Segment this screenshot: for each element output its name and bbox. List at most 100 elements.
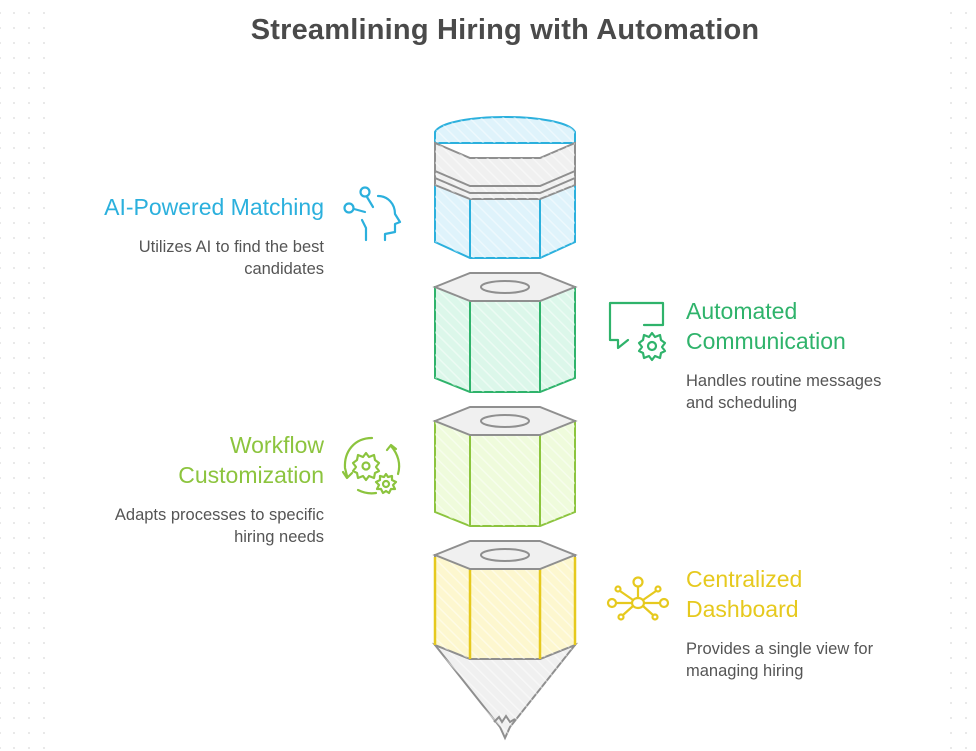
grid-dot: [0, 522, 1, 524]
grid-dot: [43, 402, 45, 404]
grid-dot: [0, 27, 1, 29]
grid-dot: [43, 432, 45, 434]
grid-dot: [965, 147, 967, 149]
grid-dot: [43, 522, 45, 524]
grid-dot: [965, 702, 967, 704]
grid-dot: [950, 567, 952, 569]
grid-dot: [965, 282, 967, 284]
grid-dot: [0, 732, 1, 734]
grid-dot: [43, 87, 45, 89]
grid-dot: [950, 372, 952, 374]
pencil-segment-dashboard: [431, 540, 579, 741]
grid-dot: [13, 357, 15, 359]
grid-dot: [28, 507, 30, 509]
grid-dot: [28, 627, 30, 629]
grid-dot: [965, 567, 967, 569]
grid-dot: [13, 747, 15, 749]
grid-dot: [28, 642, 30, 644]
grid-dot: [43, 327, 45, 329]
grid-dot: [950, 222, 952, 224]
grid-dot: [0, 747, 1, 749]
grid-dot: [0, 597, 1, 599]
grid-dot: [950, 627, 952, 629]
grid-dot: [950, 132, 952, 134]
grid-dot: [0, 147, 1, 149]
grid-dot: [950, 102, 952, 104]
grid-dot: [28, 252, 30, 254]
grid-dot: [0, 252, 1, 254]
ai-head-icon: [343, 186, 402, 242]
grid-dot: [13, 402, 15, 404]
grid-dot: [43, 222, 45, 224]
grid-dot: [13, 612, 15, 614]
grid-dot: [43, 177, 45, 179]
grid-dot: [965, 387, 967, 389]
grid-dot: [43, 102, 45, 104]
grid-dot: [950, 672, 952, 674]
grid-dot: [0, 192, 1, 194]
grid-dot: [965, 417, 967, 419]
grid-dot: [0, 672, 1, 674]
grid-dot: [28, 222, 30, 224]
grid-dot: [965, 717, 967, 719]
grid-dot: [13, 387, 15, 389]
grid-dot: [950, 192, 952, 194]
item-heading-line: Customization: [178, 462, 324, 488]
hub-network-icon: [606, 576, 670, 621]
grid-dot: [0, 552, 1, 554]
grid-dot: [965, 597, 967, 599]
item-heading-line: Workflow: [229, 432, 324, 458]
grid-dot: [13, 87, 15, 89]
grid-dot: [965, 507, 967, 509]
grid-dot: [43, 132, 45, 134]
grid-dot: [28, 717, 30, 719]
grid-dot: [28, 207, 30, 209]
grid-dot: [28, 387, 30, 389]
grid-dot: [0, 222, 1, 224]
grid-dot: [950, 117, 952, 119]
grid-dot: [950, 537, 952, 539]
grid-dot: [28, 582, 30, 584]
grid-dot: [13, 282, 15, 284]
grid-dot: [28, 102, 30, 104]
grid-dot: [13, 192, 15, 194]
grid-dot: [28, 267, 30, 269]
grid-dot: [0, 372, 1, 374]
grid-dot: [43, 567, 45, 569]
grid-dot: [0, 702, 1, 704]
grid-dot: [28, 147, 30, 149]
dot-grid-left: [0, 12, 45, 749]
grid-dot: [28, 237, 30, 239]
grid-dot: [28, 312, 30, 314]
grid-dot: [965, 492, 967, 494]
pencil-segment-ai-matching: [434, 116, 576, 259]
grid-dot: [28, 672, 30, 674]
grid-dot: [28, 402, 30, 404]
grid-dot: [28, 462, 30, 464]
grid-dot: [13, 57, 15, 59]
grid-dot: [43, 642, 45, 644]
grid-dot: [0, 432, 1, 434]
grid-dot: [950, 387, 952, 389]
grid-dot: [28, 747, 30, 749]
grid-dot: [0, 567, 1, 569]
grid-dot: [950, 312, 952, 314]
grid-dot: [13, 507, 15, 509]
grid-dot: [43, 237, 45, 239]
grid-dot: [950, 342, 952, 344]
grid-dot: [43, 147, 45, 149]
grid-dot: [0, 627, 1, 629]
grid-dot: [965, 357, 967, 359]
grid-dot: [43, 207, 45, 209]
grid-dot: [28, 177, 30, 179]
grid-dot: [43, 627, 45, 629]
grid-dot: [28, 192, 30, 194]
grid-dot: [43, 312, 45, 314]
grid-dot: [965, 117, 967, 119]
grid-dot: [13, 732, 15, 734]
grid-dot: [0, 492, 1, 494]
grid-dot: [965, 252, 967, 254]
grid-dot: [950, 747, 952, 749]
grid-dot: [13, 537, 15, 539]
grid-dot: [0, 207, 1, 209]
